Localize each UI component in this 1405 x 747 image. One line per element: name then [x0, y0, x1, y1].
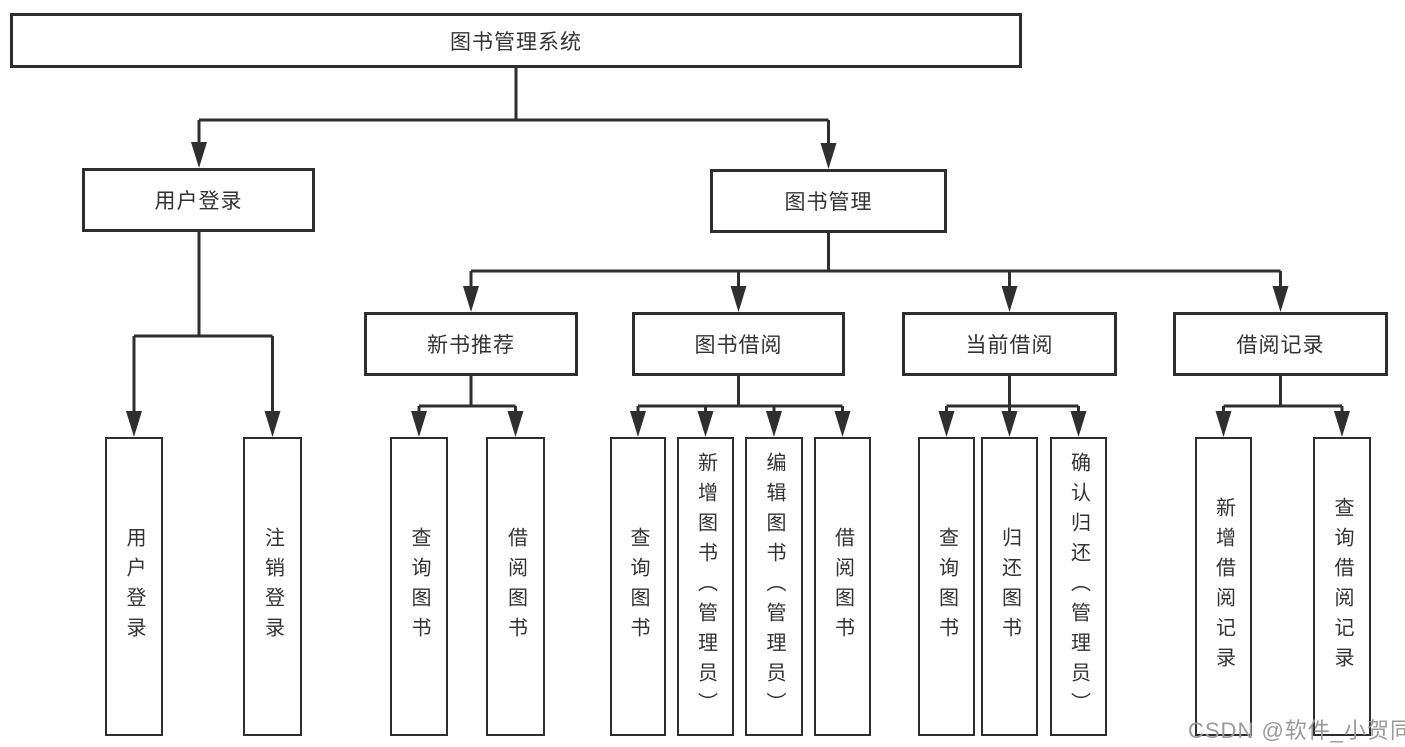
leaf-borrow-books: 借阅图书	[814, 437, 871, 736]
node-book-borrowing: 图书借阅	[632, 312, 845, 376]
leaf-label: 借阅图书	[504, 526, 527, 647]
node-borrowing-records: 借阅记录	[1173, 312, 1388, 376]
leaf-query-books-recommend: 查询图书	[390, 437, 448, 736]
node-user-login: 用户登录	[82, 168, 315, 232]
node-current-borrowing: 当前借阅	[902, 312, 1117, 376]
leaf-label: 借阅图书	[831, 526, 854, 647]
leaf-logout: 注销登录	[243, 437, 302, 736]
leaf-query-books-current: 查询图书	[918, 437, 975, 736]
leaf-confirm-return-admin: 确认归还（管理员）	[1050, 437, 1107, 736]
leaf-return-book: 归还图书	[981, 437, 1038, 736]
leaf-label: 查询图书	[408, 526, 430, 647]
leaf-label: 查询借阅记录	[1331, 496, 1353, 677]
node-new-book-recommendation: 新书推荐	[364, 312, 578, 376]
leaf-label: 用户登录	[123, 526, 145, 647]
arrowheads	[126, 142, 1350, 437]
leaf-label: 新增图书（管理员）	[694, 451, 717, 722]
csdn-watermark: CSDN @软件_小贺同学	[1188, 718, 1405, 743]
leaf-label: 注销登录	[261, 526, 284, 647]
leaf-query-books-borrow: 查询图书	[610, 437, 666, 736]
leaf-label: 确认归还（管理员）	[1067, 451, 1090, 722]
leaf-query-borrow-record: 查询借阅记录	[1313, 437, 1371, 736]
leaf-label: 新增借阅记录	[1212, 496, 1235, 677]
leaf-label: 编辑图书（管理员）	[763, 451, 785, 722]
node-library-management-system: 图书管理系统	[10, 13, 1022, 68]
node-book-management: 图书管理	[710, 169, 947, 233]
leaf-label: 归还图书	[998, 526, 1021, 647]
leaf-label: 查询图书	[627, 526, 649, 647]
leaf-add-book-admin: 新增图书（管理员）	[677, 437, 734, 736]
leaf-label: 查询图书	[935, 526, 958, 647]
leaf-edit-book-admin: 编辑图书（管理员）	[745, 437, 803, 736]
leaf-user-login: 用户登录	[105, 437, 163, 736]
leaf-borrow-books-recommend: 借阅图书	[486, 437, 545, 736]
leaf-add-borrow-record: 新增借阅记录	[1195, 437, 1252, 736]
